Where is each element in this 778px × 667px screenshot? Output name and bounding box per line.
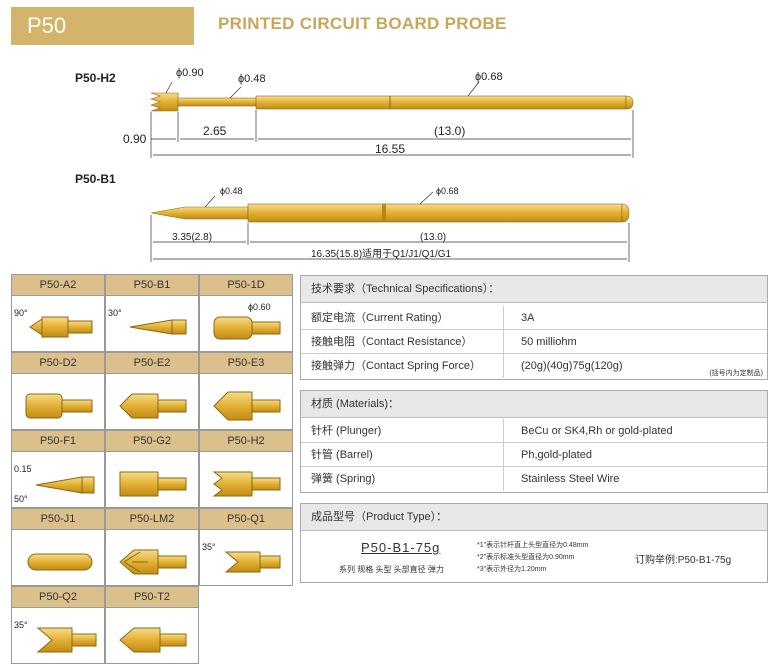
material-value: Ph,gold-plated (521, 449, 592, 461)
tip-shape: ϕ0.60 (213, 302, 281, 340)
tip-cell: P50-LM2 (105, 508, 199, 586)
page-title: P50 (11, 7, 194, 45)
spec-key: 接触电阻（Contact Resistance） (311, 336, 473, 348)
tip-shape (212, 471, 281, 497)
h2-tip-diameter: ϕ0.90 (176, 67, 204, 79)
b1-barrel-length: (13.0) (420, 232, 446, 243)
tip-label: P50-F1 (12, 431, 104, 452)
materials-header: 材质 (Materials)： (301, 391, 767, 418)
tip-label: P50-G2 (106, 431, 198, 452)
product-header: 成品型号（Product Type）： (301, 504, 767, 531)
tip-label: P50-D2 (12, 353, 104, 374)
tip-shape (119, 627, 187, 653)
tip-label: P50-J1 (12, 509, 104, 530)
materials-panel: 材质 (Materials)： 针杆 (Plunger) BeCu or SK4,… (300, 390, 768, 493)
tip-cell: P50-Q2 35° (11, 586, 105, 664)
tip-cell: P50-B1 30° (105, 274, 199, 352)
h2-neck-diameter: ϕ0.48 (238, 73, 266, 85)
tip-label: P50-H2 (200, 431, 292, 452)
product-note-1: *1"表示针杆直上头型直径为0.48mm (477, 542, 589, 549)
tip-label: P50-B1 (106, 275, 198, 296)
tip-cell: P50-Q1 35° (199, 508, 293, 586)
tip-cell: P50-G2 (105, 430, 199, 508)
spec-row: 接触电阻（Contact Resistance） 50 milliohm (301, 330, 767, 354)
b1-barrel-diameter: ϕ0.68 (436, 186, 459, 196)
tip-label: P50-E2 (106, 353, 198, 374)
tip-shape (119, 549, 187, 575)
tip-cell: P50-E2 (105, 352, 199, 430)
material-key: 弹簧 (Spring) (311, 473, 376, 485)
b1-model-label: P50-B1 (75, 172, 116, 186)
h2-total-length: 16.55 (375, 142, 405, 156)
material-value: Stainless Steel Wire (521, 473, 620, 485)
material-value: BeCu or SK4,Rh or gold-plated (521, 425, 673, 437)
tip-label: P50-1D (200, 275, 292, 296)
tip-label: P50-E3 (200, 353, 292, 374)
product-note-3: *3"表示外径为1.20mm (477, 566, 547, 573)
tip-cell: P50-F1 0.15 50° (11, 430, 105, 508)
spec-footnote: (括号内为定制品) (709, 370, 763, 377)
tip-cell: P50-D2 (11, 352, 105, 430)
tip-shape: 35° (202, 542, 281, 573)
material-row: 弹簧 (Spring) Stainless Steel Wire (301, 467, 767, 491)
tip-shape: 0.15 50° (14, 464, 95, 504)
h2-barrel-length: (13.0) (434, 124, 465, 138)
material-key: 针管 (Barrel) (311, 449, 373, 461)
spec-value: (20g)(40g)75g(120g) (521, 360, 623, 372)
specs-panel: 技术要求（Technical Specifications）： 额定电流（Cur… (300, 275, 768, 380)
h2-barrel-diameter: ϕ0.68 (475, 71, 503, 83)
spec-row: 额定电流（Current Rating） 3A (301, 306, 767, 330)
tip-label: P50-Q2 (12, 587, 104, 608)
b1-total-length: 16.35(15.8)适用于Q1/J1/Q1/G1 (311, 248, 452, 260)
spec-value: 3A (521, 312, 535, 324)
tip-shape (27, 553, 93, 571)
material-key: 针杆 (Plunger) (311, 425, 382, 437)
tip-shape: 35° (14, 620, 97, 653)
tip-cell: P50-E3 (199, 352, 293, 430)
tip-shape (213, 391, 281, 421)
svg-text:30°: 30° (108, 308, 122, 318)
spec-key: 额定电流（Current Rating） (311, 312, 449, 324)
tip-shape (119, 393, 187, 419)
specs-header: 技术要求（Technical Specifications）： (301, 276, 767, 303)
spec-key: 接触弹力（Contact Spring Force） (311, 360, 481, 372)
svg-text:0.15: 0.15 (14, 464, 32, 474)
spec-row: 接触弹力（Contact Spring Force） (20g)(40g)75g(… (301, 354, 767, 378)
tip-shape (25, 393, 93, 419)
h2-probe-shape (150, 92, 634, 112)
material-row: 针管 (Barrel) Ph,gold-plated (301, 443, 767, 467)
tip-shape: 90° (14, 308, 93, 338)
probe-diagrams: P50-H2 ϕ0.90 ϕ0.48 ϕ0.68 0.90 2.65 (13.0… (75, 67, 634, 262)
spec-value: 50 milliohm (521, 336, 577, 348)
svg-text:50°: 50° (14, 494, 28, 504)
tip-shape: 30° (108, 308, 187, 335)
product-code-parts: 系列 规格 头型 头部直径 弹力 (339, 565, 444, 574)
tip-cell: P50-1D ϕ0.60 (199, 274, 293, 352)
b1-neck-diameter: ϕ0.48 (220, 186, 243, 196)
tip-cell: P50-A2 90° (11, 274, 105, 352)
svg-text:35°: 35° (202, 542, 216, 552)
b1-probe-shape (150, 203, 630, 223)
order-example: 订购举例:P50-B1-75g (635, 555, 732, 566)
svg-text:90°: 90° (14, 308, 28, 318)
h2-plunger-length: 2.65 (203, 124, 227, 138)
material-row: 针杆 (Plunger) BeCu or SK4,Rh or gold-plate… (301, 419, 767, 443)
product-code: P50-B1-75g (361, 540, 441, 555)
svg-text:35°: 35° (14, 620, 28, 630)
h2-head-length: 0.90 (123, 132, 147, 146)
tip-shape (119, 471, 187, 497)
tip-label: P50-T2 (106, 587, 198, 608)
tip-label: P50-A2 (12, 275, 104, 296)
b1-plunger-length: 3.35(2.8) (172, 232, 212, 243)
tip-cell: P50-T2 (105, 586, 199, 664)
h2-model-label: P50-H2 (75, 71, 116, 85)
product-type-panel: 成品型号（Product Type）： P50-B1-75g 系列 规格 头型 … (300, 503, 768, 583)
tip-cell: P50-H2 (199, 430, 293, 508)
page-subtitle: PRINTED CIRCUIT BOARD PROBE (218, 14, 507, 33)
product-note-2: *2"表示标准头型直径为0.90mm (477, 554, 575, 561)
tip-label: P50-Q1 (200, 509, 292, 530)
svg-text:ϕ0.60: ϕ0.60 (248, 302, 271, 312)
tip-cell: P50-J1 (11, 508, 105, 586)
tip-label: P50-LM2 (106, 509, 198, 530)
